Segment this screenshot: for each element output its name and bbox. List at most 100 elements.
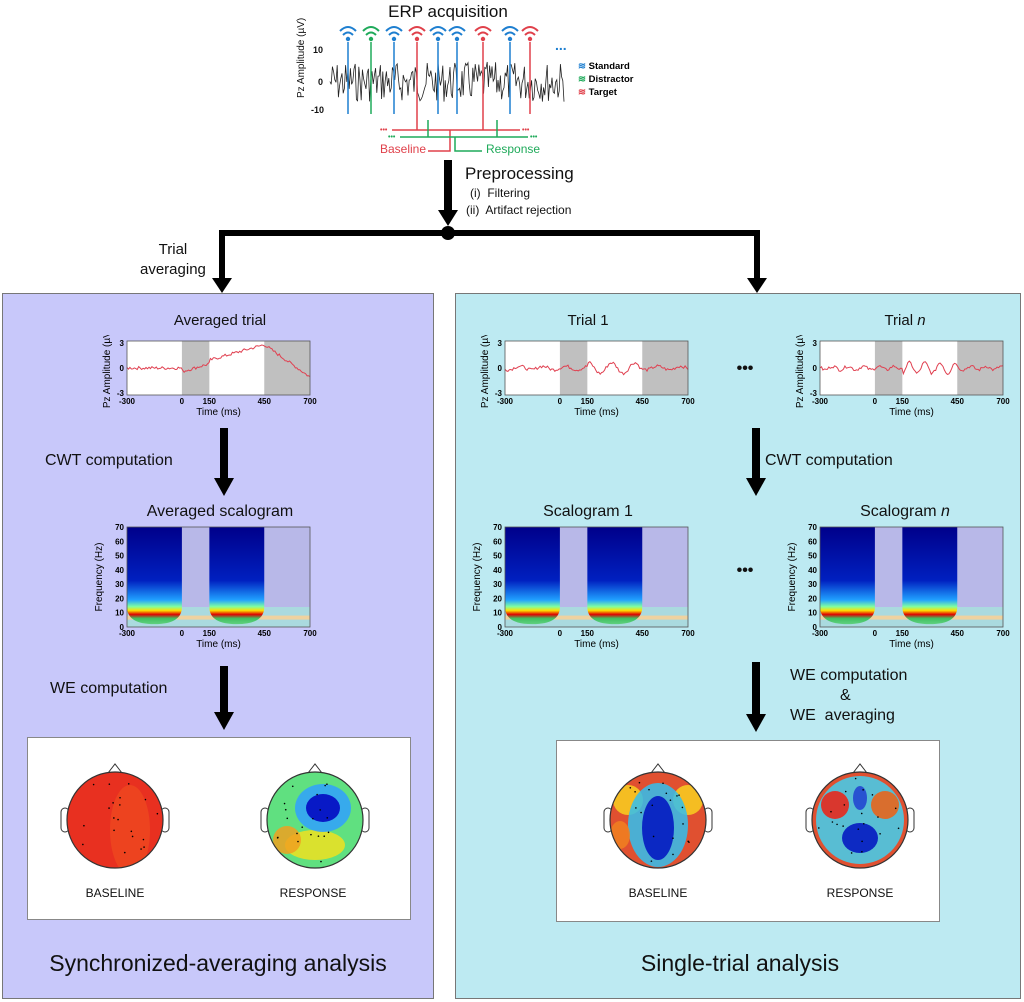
arc <box>362 26 380 32</box>
x-tick-label: 0 <box>558 397 563 406</box>
wifi-icon-standard <box>448 26 466 42</box>
electrode <box>113 817 115 819</box>
x-axis-label: Time (ms) <box>196 407 241 418</box>
y-tick-label: 30 <box>493 580 502 589</box>
title-n: n <box>917 312 926 329</box>
legend-item-distractor: ≋ Distractor <box>578 73 633 86</box>
nose <box>107 763 123 774</box>
electrode <box>296 832 298 835</box>
electrode <box>112 802 114 804</box>
arrowhead <box>438 210 458 226</box>
y-tick-label: 30 <box>808 580 817 589</box>
electrode <box>842 825 844 827</box>
wifi-icon-target <box>474 26 492 42</box>
electrode <box>897 827 900 830</box>
electrode <box>861 850 863 853</box>
x-tick-label: -300 <box>812 629 829 638</box>
electrode <box>113 829 115 832</box>
electrode <box>320 860 322 863</box>
x-axis-label: Time (ms) <box>574 639 619 650</box>
y-tick-label: -3 <box>117 389 125 398</box>
electrode <box>276 837 279 839</box>
electrode <box>83 824 85 827</box>
x-tick-label: -300 <box>812 397 829 406</box>
scalogram-1-title: Scalogram 1 <box>543 503 633 520</box>
x-axis-label: Time (ms) <box>574 407 619 418</box>
electrode <box>301 826 304 828</box>
head-outline <box>266 771 364 869</box>
scalogram-window <box>505 527 560 625</box>
baseline-label: Baseline <box>380 142 427 156</box>
arc <box>429 26 447 32</box>
electrode <box>879 832 881 835</box>
erp-acquisition-diagram: •••••••••••• <box>329 26 565 152</box>
y-axis-label: Pz Amplitude (µV) <box>102 335 113 408</box>
y-axis-label: Frequency (Hz) <box>94 543 105 612</box>
baseline-topomap <box>60 763 170 869</box>
electrode <box>640 811 642 814</box>
ampersand: & <box>840 687 851 704</box>
wifi-icon-target <box>521 26 539 42</box>
wifi-icon-distractor <box>362 26 380 42</box>
arc <box>342 31 354 36</box>
x-tick-label: 450 <box>636 629 650 638</box>
arc <box>388 31 400 36</box>
legend-label: Target <box>588 87 617 98</box>
dot <box>507 36 513 42</box>
x-tick-label: -300 <box>119 629 136 638</box>
response-label: Response <box>486 142 541 156</box>
x-tick-label: 450 <box>258 397 272 406</box>
x-tick-label: 700 <box>681 629 695 638</box>
electrode <box>140 848 142 850</box>
electrode <box>651 804 654 807</box>
arrow-shaft <box>444 160 452 212</box>
x-tick-label: 150 <box>203 397 217 406</box>
y-tick-label: 10 <box>808 609 817 618</box>
y-tick-label: 3 <box>813 339 818 348</box>
electrode <box>669 799 672 802</box>
y-tick-label: 40 <box>493 566 502 575</box>
dot <box>368 36 374 42</box>
electrode <box>862 789 864 791</box>
electrode <box>283 802 286 805</box>
scalogram-window <box>902 527 958 625</box>
legend-label: Standard <box>588 61 630 72</box>
electrode <box>284 808 287 811</box>
nose <box>650 763 666 774</box>
wifi-icon-standard <box>385 26 403 42</box>
electrode <box>862 822 865 825</box>
electrode <box>326 817 329 819</box>
electrode <box>648 788 650 791</box>
electrode <box>312 817 314 820</box>
y-axis-label: Frequency (Hz) <box>787 543 798 612</box>
legend: ≋ Standard ≋ Distractor ≋ Target <box>578 60 633 99</box>
wifi-icon-standard <box>339 26 357 42</box>
we-averaging-label: WE averaging <box>790 707 895 724</box>
scalogram-window <box>127 527 182 625</box>
y-tick-label: 60 <box>808 537 817 546</box>
electrode <box>843 804 846 806</box>
electrode <box>678 794 680 796</box>
electrode <box>871 794 874 796</box>
electrode <box>317 835 320 837</box>
y-tick-label: 40 <box>808 566 817 575</box>
y-axis-label: Frequency (Hz) <box>472 543 483 612</box>
arc <box>521 26 539 32</box>
topomap-fill <box>812 772 908 868</box>
electrode <box>857 828 860 830</box>
x-axis-label: Time (ms) <box>889 639 934 650</box>
blob <box>821 791 849 819</box>
x-tick-label: 0 <box>180 629 185 638</box>
topomap-fill <box>267 772 363 868</box>
arc <box>339 26 357 32</box>
arc <box>448 26 466 32</box>
electrode <box>672 837 674 839</box>
erp-acquisition-title: ERP acquisition <box>388 2 508 21</box>
arc <box>385 26 403 32</box>
electrode <box>850 852 853 854</box>
x-tick-label: 700 <box>996 629 1010 638</box>
cwt-label: CWT computation <box>45 452 173 469</box>
blob <box>642 796 674 860</box>
